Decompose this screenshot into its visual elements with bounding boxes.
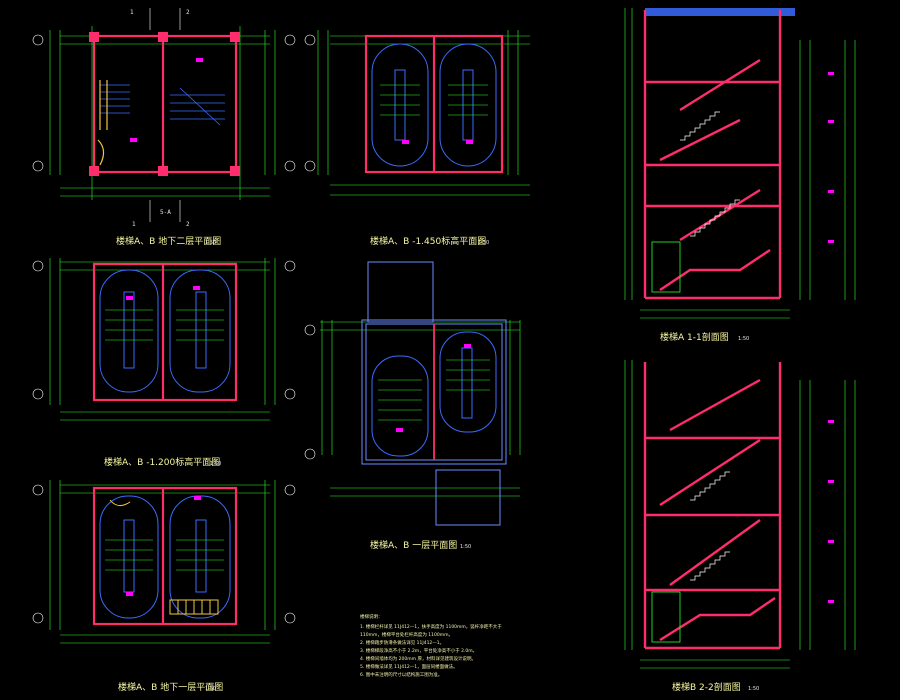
plan-basement-2: 1 2 1 2 5-A 楼梯A、B 地下二层平面图 1:50 xyxy=(32,8,296,247)
note-line: 110mm，楼梯平台处栏杆高度为 1100mm。 xyxy=(360,631,453,638)
title-plan-first: 楼梯A、B 一层平面图 xyxy=(370,539,457,551)
axis-label-2-top: 2 xyxy=(186,9,190,16)
scale-section-1: 1:50 xyxy=(738,336,749,342)
note-line: 1. 楼梯栏杆详见 11J412—1，扶手高度为 1100mm，竖杆净距不大于 xyxy=(360,623,502,630)
design-notes: 楼梯说明： 1. 楼梯栏杆详见 11J412—1，扶手高度为 1100mm，竖杆… xyxy=(360,613,502,678)
scale-plan-1200: 1:50 xyxy=(210,461,221,467)
title-plan-b1: 楼梯A、B 地下一层平面图 xyxy=(118,681,223,693)
title-plan-b2: 楼梯A、B 地下二层平面图 xyxy=(116,235,221,247)
scale-plan-first: 1:50 xyxy=(460,544,471,550)
title-plan-1450: 楼梯A、B -1.450标高平面图 xyxy=(370,235,486,247)
section-2-2: 楼梯B 2-2剖面图 1:50 xyxy=(624,360,856,693)
plan-level-1200: 楼梯A、B -1.200标高平面图 1:50 xyxy=(32,258,296,468)
scale-plan-1450: 1:50 xyxy=(478,240,489,246)
note-line: 6. 图中未注明的尺寸以结构施工图为准。 xyxy=(360,671,442,678)
plan-level-1450: 楼梯A、B -1.450标高平面图 1:50 xyxy=(304,30,530,247)
title-section-1: 楼梯A 1-1剖面图 xyxy=(660,331,729,343)
section-1-1: 楼梯A 1-1剖面图 1:50 xyxy=(624,8,856,343)
plan-basement-1: 楼梯A、B 地下一层平面图 1:50 xyxy=(32,480,296,693)
note-line: 5. 楼梯做法详见 11J412—1，面层同楼面做法。 xyxy=(360,663,458,670)
axis-label-1-bottom: 1 xyxy=(132,221,136,228)
title-plan-1200: 楼梯A、B -1.200标高平面图 xyxy=(104,456,220,468)
note-line: 4. 楼梯间墙体均为 200mm 厚，材料详见建筑设计说明。 xyxy=(360,655,476,662)
scale-plan-b2: 1:50 xyxy=(205,240,216,246)
axis-label-2-bottom: 2 xyxy=(186,221,190,228)
axis-label-1-top: 1 xyxy=(130,9,134,16)
note-line: 3. 楼梯梯段净高不小于 2.2m，平台处净高不小于 2.0m。 xyxy=(360,647,477,654)
scale-plan-b1: 1:50 xyxy=(205,686,216,692)
note-line: 2. 楼梯踏步防滑条做法详见 11J412—1。 xyxy=(360,639,444,646)
scale-section-2: 1:50 xyxy=(748,686,759,692)
axis-bubble-label: 5-A xyxy=(160,209,171,216)
plan-first-floor: 楼梯A、B 一层平面图 1:50 xyxy=(304,261,521,551)
title-section-2: 楼梯B 2-2剖面图 xyxy=(672,681,741,693)
notes-heading: 楼梯说明： xyxy=(360,613,383,620)
